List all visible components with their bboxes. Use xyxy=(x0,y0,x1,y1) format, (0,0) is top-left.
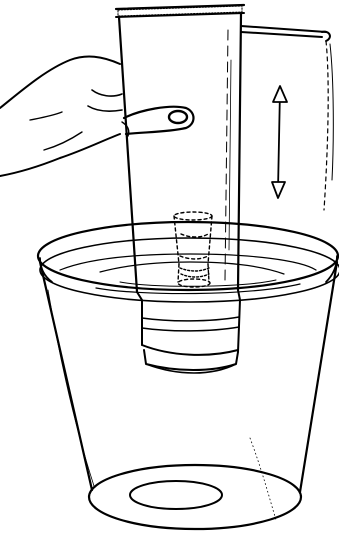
up-down-arrow-icon xyxy=(272,86,287,198)
cylinder-handle xyxy=(241,26,333,210)
water-basin xyxy=(38,222,338,529)
tall-cylinder xyxy=(116,5,244,373)
hand-icon xyxy=(0,57,194,176)
